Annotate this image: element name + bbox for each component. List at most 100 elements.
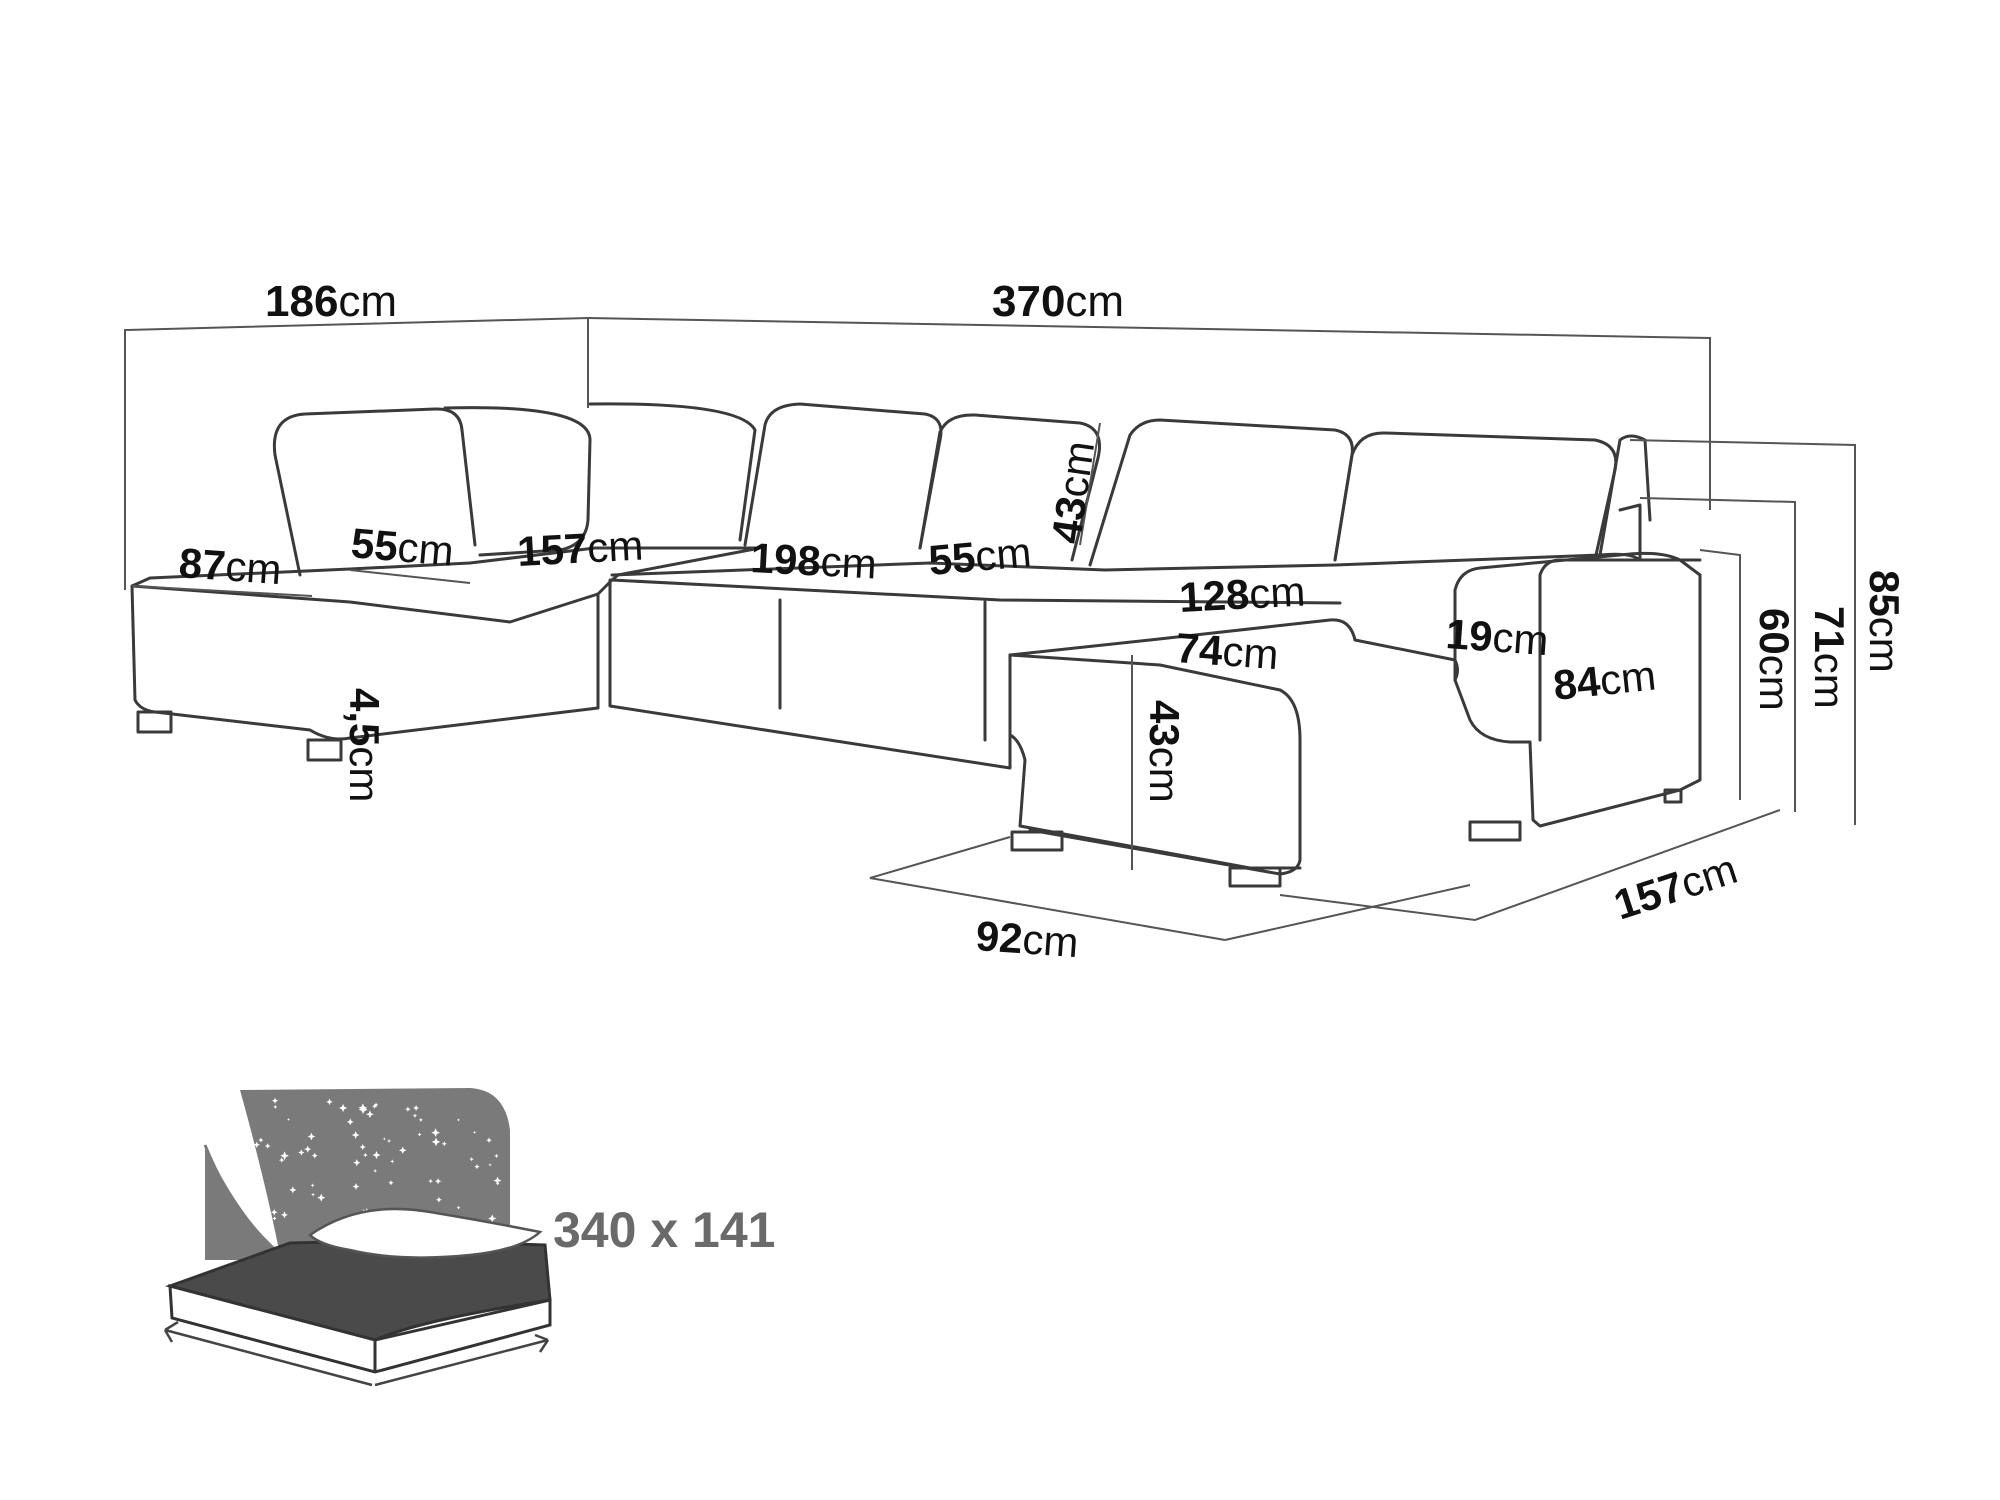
- dim-label-middle-seat-depth: 55cm: [927, 528, 1033, 584]
- dim-value: 71: [1806, 606, 1853, 653]
- star-icon: [286, 1117, 290, 1121]
- star-icon: [428, 1178, 433, 1184]
- star-icon: [307, 1132, 316, 1141]
- star-icon: [358, 1103, 368, 1113]
- dim-unit: cm: [1221, 627, 1280, 678]
- star-icon: [352, 1183, 360, 1190]
- dim-value: 19: [1444, 610, 1494, 660]
- star-icon: [353, 1159, 361, 1167]
- dim-unit: cm: [1141, 747, 1188, 803]
- star-icon: [488, 1214, 497, 1223]
- star-icon: [258, 1137, 264, 1143]
- dim-value: 92: [974, 912, 1024, 962]
- sofa-outline: [130, 402, 1702, 888]
- star-icon: [456, 1205, 461, 1210]
- star-icon: [431, 1137, 441, 1147]
- dim-label-chaise-depth: 92cm: [974, 912, 1080, 966]
- star-icon: [280, 1151, 289, 1161]
- star-icon: [273, 1104, 278, 1109]
- dim-unit: cm: [1491, 613, 1550, 664]
- star-icon: [366, 1110, 374, 1119]
- star-icon: [412, 1113, 418, 1118]
- star-icon: [311, 1152, 318, 1159]
- dim-unit: cm: [1751, 655, 1798, 711]
- dim-label-left-seat-length: 157cm: [516, 521, 644, 575]
- star-icon: [359, 1143, 366, 1151]
- dim-label-backrest-height: 43cm: [1042, 438, 1103, 546]
- star-icon: [495, 1181, 500, 1186]
- dim-value: 87: [177, 539, 227, 589]
- dim-value: 55: [349, 519, 400, 570]
- dim-unit: cm: [1021, 915, 1080, 966]
- star-icon: [338, 1103, 348, 1113]
- bed-width-arrow: [164, 1328, 373, 1387]
- dim-unit: cm: [1861, 617, 1908, 673]
- star-icon: [254, 1193, 260, 1200]
- dim-value: 157: [516, 524, 588, 575]
- star-icon: [372, 1103, 378, 1109]
- star-icon: [280, 1211, 288, 1219]
- star-icon: [494, 1153, 499, 1159]
- star-icon: [310, 1183, 315, 1188]
- dim-unit: cm: [586, 521, 644, 571]
- star-icon: [351, 1131, 360, 1139]
- star-icon: [387, 1138, 391, 1143]
- star-icon: [304, 1145, 312, 1153]
- dim-label-left-chaise-width: 87cm: [177, 539, 283, 593]
- star-icon: [270, 1208, 278, 1216]
- dim-label-seat-height: 43cm: [1141, 700, 1188, 803]
- dim-label-overall-width: 370cm: [992, 277, 1124, 326]
- dim-value: 84: [1551, 657, 1603, 709]
- dim-unit: cm: [341, 746, 388, 802]
- dim-value: 370: [992, 277, 1065, 326]
- star-icon: [486, 1137, 492, 1144]
- dim-value: 43: [1141, 700, 1188, 747]
- dim-unit: cm: [338, 277, 397, 326]
- stars: [253, 1097, 502, 1228]
- star-icon: [363, 1152, 368, 1158]
- dim-label-side-height: 71cm: [1806, 606, 1853, 709]
- star-icon: [264, 1143, 271, 1149]
- star-icon: [417, 1132, 422, 1137]
- star-icon: [418, 1117, 423, 1123]
- star-icon: [272, 1216, 277, 1221]
- star-icon: [390, 1159, 395, 1164]
- star-icon: [373, 1169, 377, 1173]
- star-icon: [346, 1118, 354, 1126]
- dim-unit: cm: [973, 528, 1033, 580]
- star-icon: [488, 1163, 492, 1167]
- dim-value: 85: [1861, 570, 1908, 617]
- star-icon: [431, 1128, 440, 1138]
- dim-label-leg-height: 4,5cm: [341, 688, 388, 802]
- star-icon: [298, 1149, 305, 1156]
- bed-size-label: 340 x 141: [553, 1202, 775, 1258]
- star-icon: [317, 1193, 326, 1202]
- star-icon: [398, 1146, 407, 1155]
- pillow: [308, 1207, 543, 1259]
- dim-unit: cm: [396, 523, 456, 575]
- star-icon: [373, 1102, 379, 1108]
- star-icon: [435, 1196, 442, 1203]
- dim-value: 74: [1174, 624, 1225, 674]
- dim-value: 60: [1751, 608, 1798, 655]
- star-icon: [278, 1157, 285, 1163]
- star-icon: [271, 1097, 279, 1104]
- dim-label-right-side-depth: 157cm: [1608, 845, 1742, 929]
- dim-unit: cm: [1248, 567, 1306, 617]
- star-icon: [405, 1106, 411, 1112]
- star-icon: [456, 1118, 461, 1122]
- dim-unit: cm: [1806, 653, 1853, 709]
- dim-unit: cm: [1597, 651, 1658, 704]
- star-icon: [289, 1186, 297, 1194]
- dim-value: 4,5: [341, 688, 388, 746]
- dim-label-overall-height: 85cm: [1861, 570, 1908, 673]
- dim-unit: cm: [224, 542, 283, 593]
- star-icon: [413, 1104, 420, 1111]
- star-icon: [388, 1180, 394, 1186]
- dim-label-left-seat-depth: 55cm: [349, 519, 455, 575]
- dim-label-armrest-depth: 84cm: [1551, 651, 1658, 708]
- dim-value: 128: [1178, 570, 1250, 621]
- dim-label-armrest-width: 19cm: [1444, 610, 1550, 664]
- dimension-lines: [124, 316, 1856, 941]
